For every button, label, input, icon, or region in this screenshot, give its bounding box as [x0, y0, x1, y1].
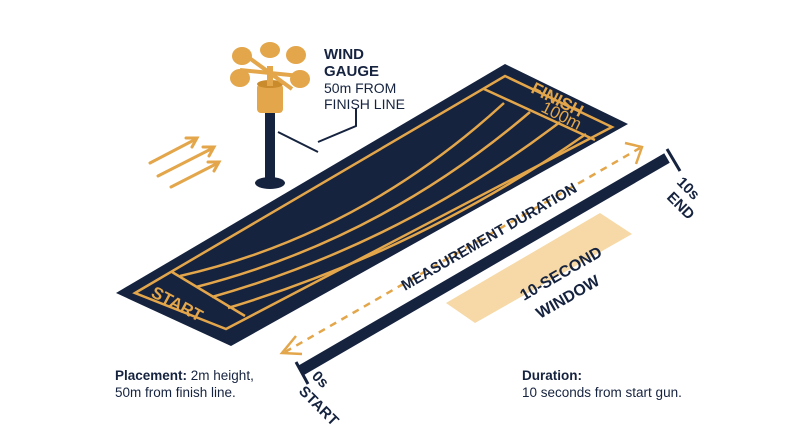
gauge-cup-icon — [232, 47, 252, 65]
arrowhead-end-icon — [624, 141, 644, 165]
svg-text:Placement: 2m height,: Placement: 2m height, — [115, 368, 254, 383]
gauge-pole — [265, 108, 275, 184]
gauge-cup-icon — [260, 42, 280, 58]
wind-gauge-callout: WIND GAUGE 50m FROM FINISH LINE — [277, 46, 405, 153]
duration-note-line2: 10 seconds from start gun. — [522, 385, 682, 400]
wind-gauge-detail-line2: FINISH LINE — [324, 96, 405, 112]
lane-line — [179, 102, 505, 278]
wind-gauge-title-line2: GAUGE — [324, 63, 379, 80]
gauge-cup-icon — [286, 46, 306, 64]
gauge-cup-icon — [230, 69, 250, 87]
wind-arrows — [148, 136, 222, 189]
wind-arrow-icon — [156, 145, 217, 178]
lane-line — [211, 121, 561, 299]
duration-note-label: Duration: — [522, 368, 582, 383]
lane-line — [195, 111, 531, 289]
track-inner-border — [132, 74, 615, 331]
wind-arrow-icon — [169, 160, 222, 189]
finish-line — [483, 87, 596, 142]
placement-note: Placement: 2m height, 50m from finish li… — [115, 368, 254, 400]
duration-note: Duration: 10 seconds from start gun. — [522, 368, 682, 400]
placement-note-line2: 50m from finish line. — [115, 385, 236, 400]
wind-gauge — [230, 42, 310, 189]
placement-note-label: Placement: — [115, 368, 187, 383]
wind-gauge-title-line1: WIND — [324, 46, 364, 63]
wind-gauge-detail-line1: 50m FROM — [324, 80, 396, 96]
lane-line — [227, 132, 587, 310]
arrowhead-start-icon — [279, 335, 303, 356]
track-surface — [116, 64, 628, 346]
gauge-cup-icon — [290, 70, 310, 88]
timeline-start-tick — [294, 361, 310, 385]
measurement-arrow — [284, 146, 641, 354]
placement-note-value: 2m height, — [187, 368, 254, 383]
ten-second-window — [446, 213, 632, 323]
timeline-bar — [297, 153, 670, 376]
gauge-body — [257, 84, 283, 113]
running-track: START FINISH 100m — [116, 64, 628, 346]
timeline-end-tick — [665, 148, 682, 172]
start-line — [171, 270, 246, 318]
wind-arrow-icon — [148, 136, 200, 165]
